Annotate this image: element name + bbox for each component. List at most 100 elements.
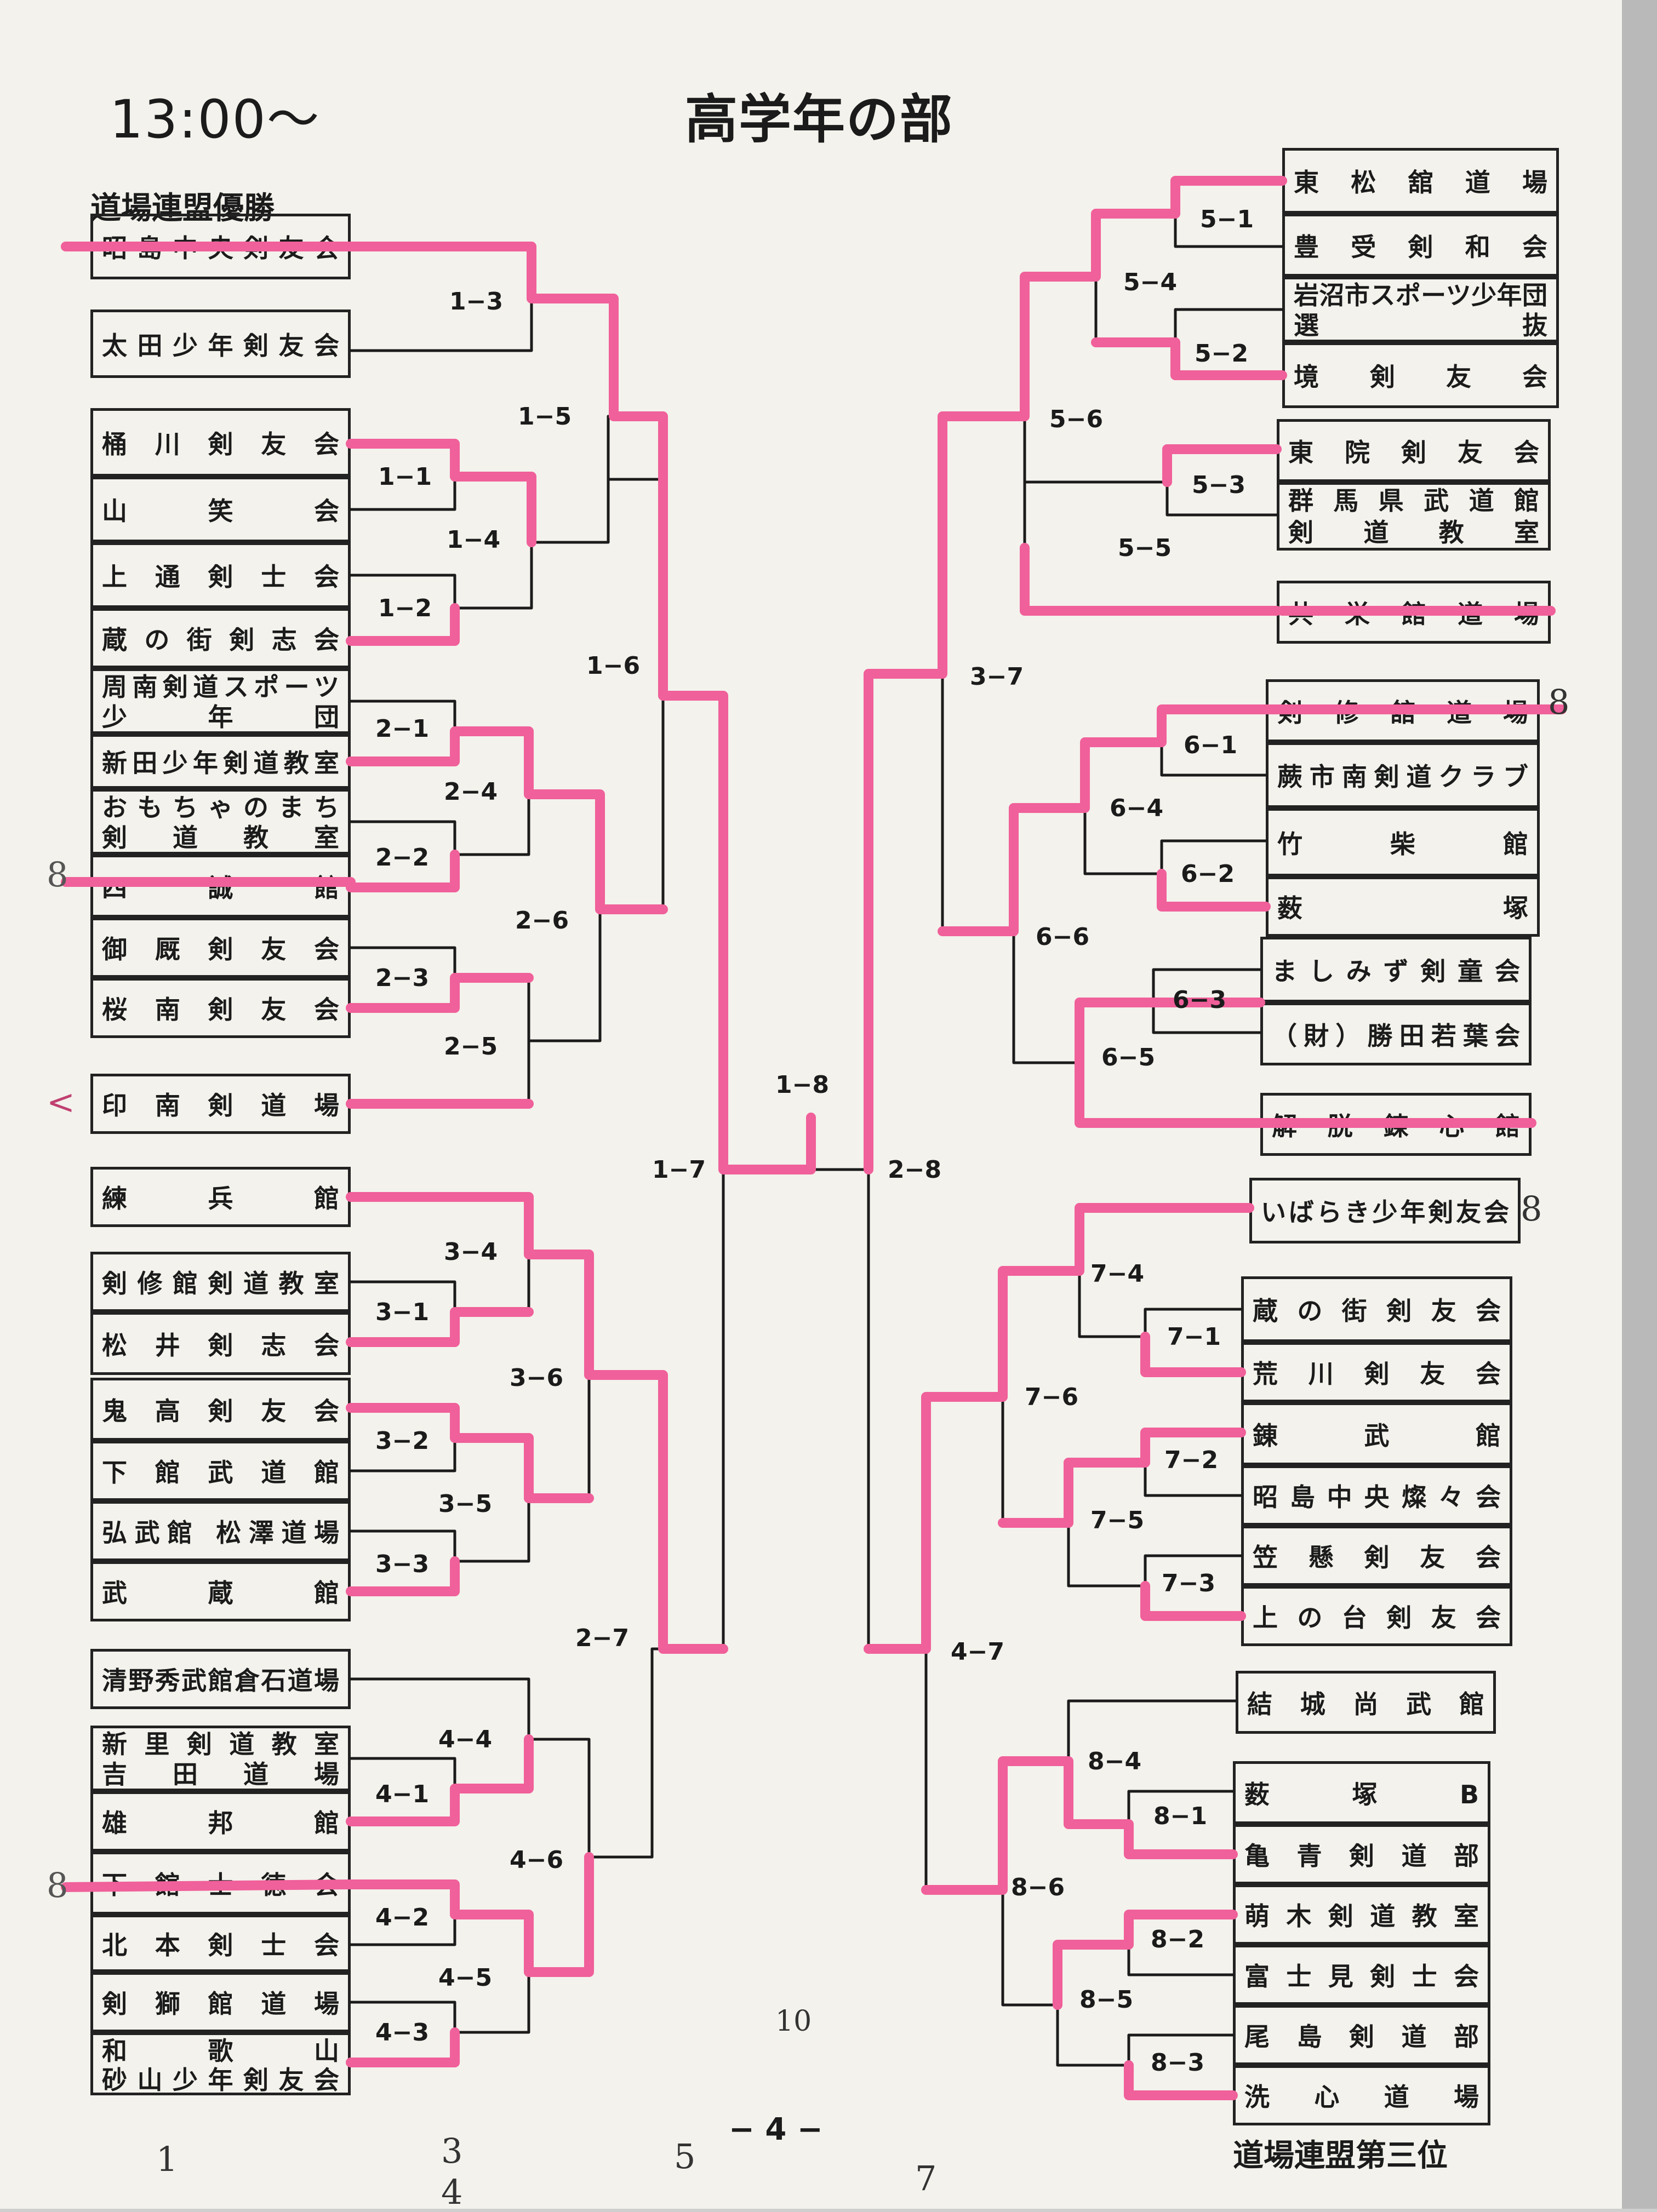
team-name: 雄邦館 bbox=[102, 1808, 339, 1838]
highlight-stroke bbox=[346, 2027, 460, 2067]
highlight-stroke bbox=[1140, 1581, 1246, 1621]
match-label: 5−1 bbox=[1200, 205, 1254, 233]
team-name: 上通剣士会 bbox=[102, 562, 339, 592]
team-entry: 薮塚B bbox=[1233, 1761, 1490, 1824]
match-label: 8−1 bbox=[1153, 1802, 1208, 1830]
match-label: 2−8 bbox=[888, 1156, 942, 1184]
team-name: 昭島中央燦々会 bbox=[1253, 1482, 1501, 1512]
team-entry: 豊受剣和会 bbox=[1282, 214, 1559, 277]
team-name: 境剣友会 bbox=[1294, 362, 1547, 392]
team-entry: 昭島中央燦々会 bbox=[1241, 1465, 1512, 1526]
highlight-stroke bbox=[1075, 998, 1265, 1128]
highlight-stroke bbox=[864, 176, 1287, 1174]
highlight-stroke bbox=[1140, 1332, 1246, 1377]
match-label: 6−5 bbox=[1101, 1044, 1156, 1071]
team-name: 上の台剣友会 bbox=[1253, 1603, 1501, 1632]
highlight-stroke bbox=[346, 1403, 594, 1503]
team-entry: 桶川剣友会 bbox=[90, 408, 351, 477]
team-entry: 薮塚 bbox=[1266, 876, 1540, 937]
team-entry: 下館武道館 bbox=[90, 1441, 351, 1501]
team-name: 新田少年剣道教室 bbox=[102, 748, 339, 778]
highlight-stroke bbox=[1020, 543, 1282, 616]
team-name: 豊受剣和会 bbox=[1294, 232, 1547, 262]
highlight-stroke bbox=[346, 242, 816, 1174]
bracket-line bbox=[587, 1373, 665, 1651]
team-name: 尾島剣道部 bbox=[1244, 2022, 1479, 2051]
team-name: 洗心道場 bbox=[1244, 2082, 1479, 2112]
team-entry: 武蔵館 bbox=[90, 1561, 351, 1621]
match-label: 4−4 bbox=[438, 1726, 493, 1753]
team-name: 結城尚武館 bbox=[1247, 1689, 1484, 1719]
match-label: 7−5 bbox=[1090, 1506, 1145, 1534]
match-label: 2−1 bbox=[375, 715, 430, 743]
team-entry: 竹柴館 bbox=[1266, 808, 1540, 876]
team-name: 印南剣道場 bbox=[102, 1091, 339, 1120]
page-number: − 4 − bbox=[729, 2112, 823, 2147]
match-label: 2−2 bbox=[375, 844, 430, 872]
match-label: 5−5 bbox=[1118, 534, 1172, 562]
team-entry: 富士見剣士会 bbox=[1233, 1945, 1490, 2005]
match-label: 5−2 bbox=[1195, 340, 1249, 368]
bracket-line bbox=[530, 297, 615, 418]
team-name: 清野秀武館倉石道場 bbox=[102, 1666, 339, 1695]
highlight-stroke bbox=[1162, 444, 1282, 487]
handwritten-number: 1 bbox=[156, 2139, 178, 2179]
handwritten-eight: 8 bbox=[47, 1865, 68, 1905]
bracket-line bbox=[530, 415, 610, 544]
team-name: 桶川剣友会 bbox=[102, 429, 339, 459]
team-name: 鬼高剣友会 bbox=[102, 1396, 339, 1426]
team-entry: 松井剣志会 bbox=[90, 1312, 351, 1375]
team-name: 松井剣志会 bbox=[102, 1330, 339, 1360]
match-label: 2−7 bbox=[575, 1624, 630, 1652]
team-entry: 笠懸剣友会 bbox=[1241, 1526, 1512, 1586]
team-entry: 蔵の街剣友会 bbox=[1241, 1276, 1512, 1342]
match-label: 2−3 bbox=[375, 964, 430, 992]
team-name: 御厩剣友会 bbox=[102, 935, 339, 964]
highlight-stroke bbox=[61, 1879, 356, 1892]
team-name: おもちゃのまち bbox=[102, 793, 339, 822]
winner-note: 道場連盟優勝 bbox=[90, 191, 275, 226]
handwritten-eight: 8 bbox=[1521, 1189, 1542, 1229]
team-name: 錬武館 bbox=[1253, 1420, 1501, 1451]
team-name: （財）勝田若葉会 bbox=[1272, 1021, 1520, 1051]
highlight-stroke bbox=[346, 1734, 534, 1826]
match-label: 8−6 bbox=[1011, 1873, 1065, 1901]
highlight-stroke bbox=[346, 1307, 534, 1347]
team-name: 桜南剣友会 bbox=[102, 995, 339, 1024]
match-label: 6−4 bbox=[1110, 794, 1164, 822]
match-label: 4−5 bbox=[438, 1964, 493, 1992]
highlight-stroke bbox=[346, 1192, 728, 1654]
team-name: いばらき少年剣友会 bbox=[1261, 1197, 1509, 1227]
team-entry: 東院剣友会 bbox=[1277, 419, 1551, 482]
team-entry: 上通剣士会 bbox=[90, 542, 351, 608]
team-name: 周南剣道スポーツ bbox=[102, 672, 339, 701]
match-label: 7−3 bbox=[1162, 1569, 1216, 1597]
team-name: 北本剣士会 bbox=[102, 1930, 339, 1960]
team-entry: 新田少年剣道教室 bbox=[90, 734, 351, 789]
team-entry: 蔵の街剣志会 bbox=[90, 608, 351, 668]
team-entry: 錬武館 bbox=[1241, 1402, 1512, 1465]
match-label: 3−4 bbox=[444, 1238, 498, 1266]
team-name: ましみず剣童会 bbox=[1272, 956, 1520, 986]
team-entry: 群馬県武道館剣道教室 bbox=[1277, 482, 1551, 551]
match-label: 6−1 bbox=[1184, 731, 1238, 759]
team-name: 群馬県武道館 bbox=[1288, 486, 1539, 515]
team-entry: 剣修館剣道教室 bbox=[90, 1252, 351, 1312]
match-label: 2−5 bbox=[444, 1033, 498, 1061]
team-entry: 桜南剣友会 bbox=[90, 978, 351, 1038]
team-entry: 結城尚武館 bbox=[1236, 1671, 1496, 1734]
match-label: 1−4 bbox=[447, 526, 501, 554]
bracket-line bbox=[349, 245, 533, 352]
handwritten-number: 5 bbox=[674, 2136, 696, 2176]
team-name: 岩沼市スポーツ少年団 bbox=[1294, 280, 1547, 310]
handwritten-mark: 10 bbox=[775, 2005, 812, 2038]
highlight-stroke bbox=[938, 704, 1567, 936]
team-name: 萌木剣道教室 bbox=[1244, 1901, 1479, 1931]
highlight-stroke bbox=[1124, 2060, 1238, 2100]
match-label: 5−3 bbox=[1192, 471, 1246, 499]
team-name: 剣道教室 bbox=[102, 823, 339, 852]
match-label: 1−6 bbox=[586, 652, 641, 680]
handwritten-eight: 8 bbox=[1548, 682, 1570, 722]
bracket-line bbox=[598, 478, 665, 911]
